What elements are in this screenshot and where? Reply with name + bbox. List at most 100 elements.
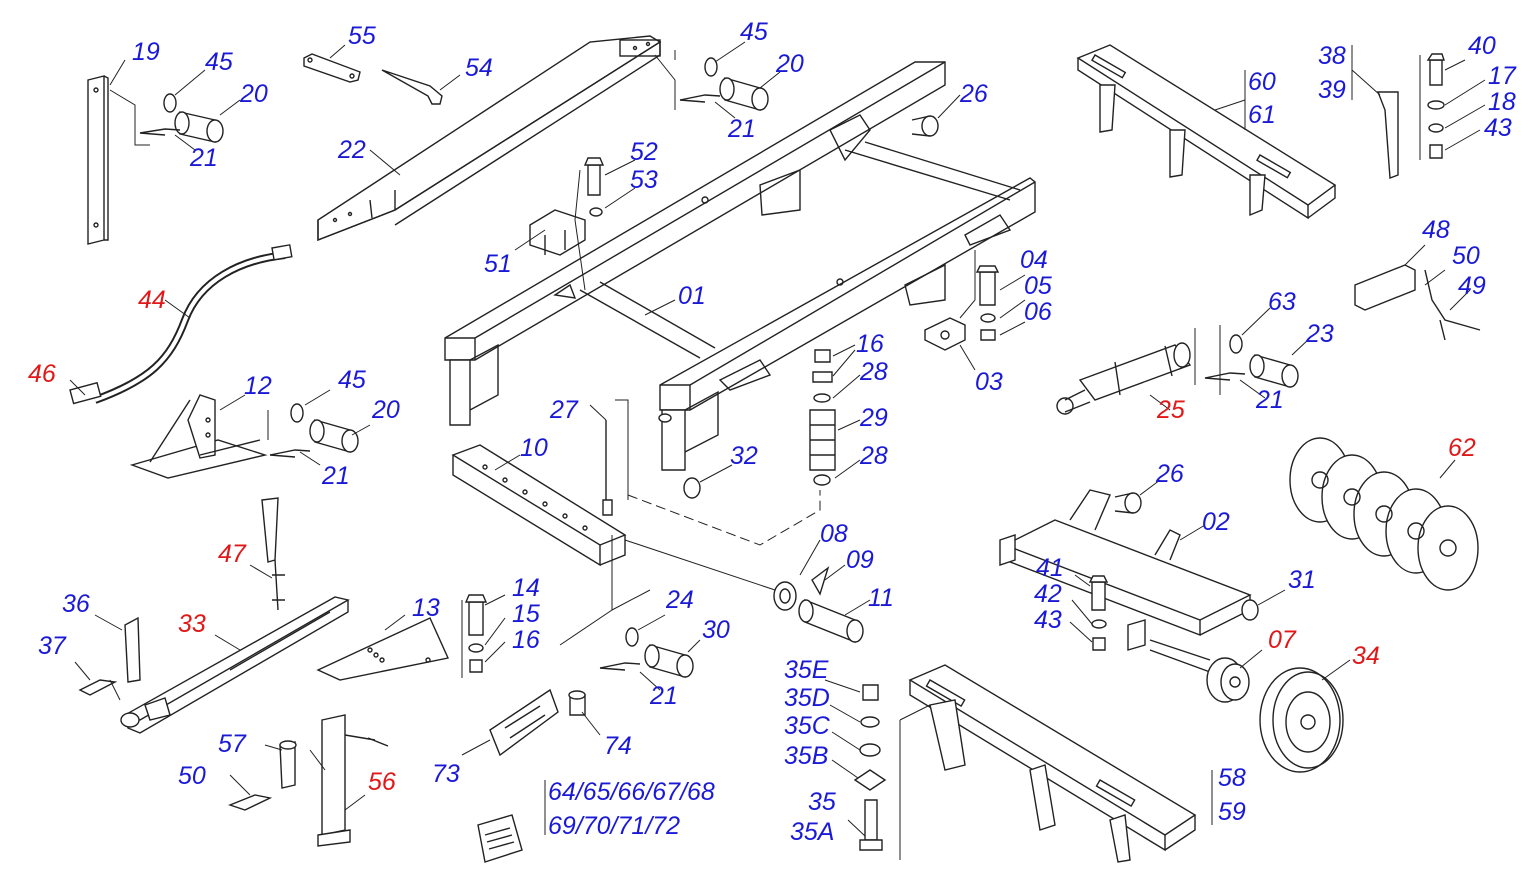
part-60-61-toolbar bbox=[1076, 44, 1337, 220]
callout-61: 61 bbox=[1248, 101, 1276, 129]
callout-40: 40 bbox=[1468, 32, 1496, 60]
part-25-hydraulic-cylinder bbox=[1056, 307, 1311, 415]
callout-09: 09 bbox=[846, 546, 874, 574]
callout-20: 20 bbox=[372, 396, 400, 424]
callout-64-68: 64/65/66/67/68 bbox=[548, 778, 715, 806]
part-55-54-plates bbox=[303, 44, 461, 105]
callout-05: 05 bbox=[1024, 272, 1052, 300]
callout-35D: 35D bbox=[784, 684, 830, 712]
callout-35E: 35E bbox=[784, 656, 829, 684]
part-01-main-frame bbox=[444, 61, 1036, 471]
part-33-turnbuckle-bar bbox=[120, 596, 350, 734]
callout-39: 39 bbox=[1318, 76, 1346, 104]
callout-08: 08 bbox=[820, 520, 848, 548]
callout-28: 28 bbox=[860, 358, 888, 386]
callout-73: 73 bbox=[432, 760, 460, 788]
part-03-04-05-06-bracket-bolt bbox=[924, 250, 1026, 371]
callout-50: 50 bbox=[1452, 242, 1480, 270]
callout-46: 46 bbox=[28, 360, 56, 388]
part-38-43-point-bolts bbox=[1351, 45, 1486, 179]
part-16-29-spring-stack bbox=[809, 344, 861, 486]
callout-36: 36 bbox=[62, 590, 90, 618]
part-24-30-pin-set bbox=[599, 614, 701, 691]
callout-04: 04 bbox=[1020, 246, 1048, 274]
part-26-pin-top bbox=[911, 94, 961, 137]
part-12-mounting-plate bbox=[129, 389, 371, 479]
part-02-axle-frame bbox=[999, 489, 1252, 651]
callout-16: 16 bbox=[512, 626, 540, 654]
part-44-hydraulic-hose bbox=[69, 244, 293, 405]
callout-34: 34 bbox=[1352, 642, 1380, 670]
callout-20: 20 bbox=[240, 80, 268, 108]
callout-13: 13 bbox=[412, 594, 440, 622]
part-14-15-16-bolt-set bbox=[461, 594, 506, 678]
callout-43: 43 bbox=[1034, 606, 1062, 634]
callout-59: 59 bbox=[1218, 798, 1246, 826]
part-58-59-toolbar bbox=[899, 664, 1213, 863]
callout-21: 21 bbox=[650, 682, 678, 710]
callout-15: 15 bbox=[512, 600, 540, 628]
callout-63: 63 bbox=[1268, 288, 1296, 316]
callout-21: 21 bbox=[190, 144, 218, 172]
callout-29: 29 bbox=[860, 404, 888, 432]
part-73-plate bbox=[461, 688, 559, 757]
callout-21: 21 bbox=[728, 115, 756, 143]
callout-47: 47 bbox=[218, 540, 246, 568]
part-51-52-53-clamp bbox=[514, 157, 636, 291]
part-56-jack bbox=[309, 714, 389, 847]
part-26-pin-lower bbox=[1114, 479, 1161, 514]
callout-33: 33 bbox=[178, 610, 206, 638]
callout-14: 14 bbox=[512, 574, 540, 602]
callout-35B: 35B bbox=[784, 742, 829, 770]
callout-23: 23 bbox=[1306, 320, 1334, 348]
part-22-telescopic-beam bbox=[317, 35, 676, 242]
callout-41: 41 bbox=[1036, 554, 1064, 582]
callout-48: 48 bbox=[1422, 216, 1450, 244]
assembly-dashed-lines bbox=[627, 490, 821, 546]
callout-57: 57 bbox=[218, 730, 246, 758]
callout-06: 06 bbox=[1024, 298, 1052, 326]
part-08-09-11-pin bbox=[624, 539, 871, 644]
callout-51: 51 bbox=[484, 250, 512, 278]
callout-22: 22 bbox=[338, 136, 366, 164]
part-34-wheel bbox=[1259, 659, 1351, 773]
callout-60: 60 bbox=[1248, 68, 1276, 96]
part-13-plate bbox=[316, 614, 449, 681]
callout-11: 11 bbox=[868, 584, 894, 612]
callout-35C: 35C bbox=[784, 712, 830, 740]
part-47-rod bbox=[249, 497, 285, 611]
callout-35A: 35A bbox=[790, 818, 835, 846]
callout-69-72: 69/70/71/72 bbox=[548, 812, 681, 840]
part-27-rod bbox=[559, 399, 651, 646]
callout-27: 27 bbox=[550, 396, 578, 424]
decal-group-64-72 bbox=[477, 780, 546, 863]
part-35-bolt-stack bbox=[824, 679, 887, 851]
callout-02: 02 bbox=[1202, 508, 1230, 536]
part-36-37-pins bbox=[74, 614, 141, 701]
part-74-bushing bbox=[568, 690, 601, 736]
part-31-washer bbox=[1241, 589, 1286, 621]
part-07-hub bbox=[1149, 639, 1263, 703]
callout-62: 62 bbox=[1448, 434, 1476, 462]
callout-28: 28 bbox=[860, 442, 888, 470]
part-41-42-43-bolt-set bbox=[1069, 574, 1109, 651]
callout-21: 21 bbox=[1256, 386, 1284, 414]
callout-45: 45 bbox=[740, 18, 768, 46]
callout-19: 19 bbox=[132, 38, 160, 66]
callout-55: 55 bbox=[348, 22, 376, 50]
callout-53: 53 bbox=[630, 166, 658, 194]
callout-35: 35 bbox=[808, 788, 836, 816]
callout-21: 21 bbox=[322, 462, 350, 490]
part-62-disc-gang bbox=[1289, 437, 1479, 591]
callout-56: 56 bbox=[368, 768, 396, 796]
callout-26: 26 bbox=[1156, 460, 1184, 488]
callout-44: 44 bbox=[138, 286, 166, 314]
callout-42: 42 bbox=[1034, 580, 1062, 608]
callout-25: 25 bbox=[1157, 396, 1185, 424]
callout-17: 17 bbox=[1488, 62, 1516, 90]
part-10-drawbar bbox=[451, 444, 627, 567]
callout-01: 01 bbox=[678, 282, 706, 310]
callout-10: 10 bbox=[520, 434, 548, 462]
